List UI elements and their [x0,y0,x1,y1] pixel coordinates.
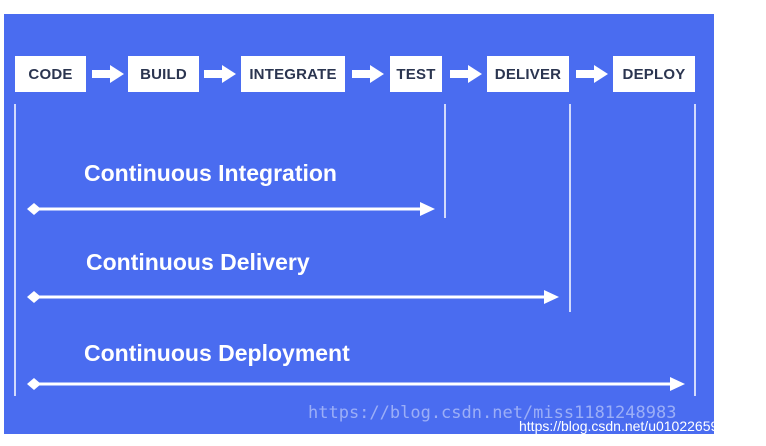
arrow-deliver-deploy [576,65,608,83]
arrow-code-build [92,65,124,83]
phase-label-deployment: Continuous Deployment [84,340,350,366]
watermark-primary: https://blog.csdn.net/miss1181248983 [308,403,677,423]
stage-test: TEST [390,56,442,92]
stage-code: CODE [15,56,86,92]
watermark-secondary: https://blog.csdn.net/u010226597 [519,418,727,434]
guide-lines [14,104,696,396]
phase-label-integration: Continuous Integration [84,160,337,186]
span-start-diamond-delivery [27,291,41,303]
diagram-background [4,14,714,434]
span-arrowhead-integration [420,202,435,216]
span-arrow-integration [27,202,435,216]
arrow-test-deliver [450,65,482,83]
stage-deploy: DEPLOY [613,56,695,92]
arrow-integrate-test [352,65,384,83]
span-start-diamond-deployment [27,378,41,390]
stage-deliver: DELIVER [487,56,569,92]
span-arrow-deployment [27,377,685,391]
span-arrow-delivery [27,290,559,304]
span-arrowhead-deployment [670,377,685,391]
span-arrowhead-delivery [544,290,559,304]
arrow-build-integrate [204,65,236,83]
span-start-diamond-integration [27,203,41,215]
phase-label-delivery: Continuous Delivery [86,249,310,275]
stage-build: BUILD [128,56,199,92]
pipeline-arrows [92,65,608,83]
stage-integrate: INTEGRATE [241,56,345,92]
